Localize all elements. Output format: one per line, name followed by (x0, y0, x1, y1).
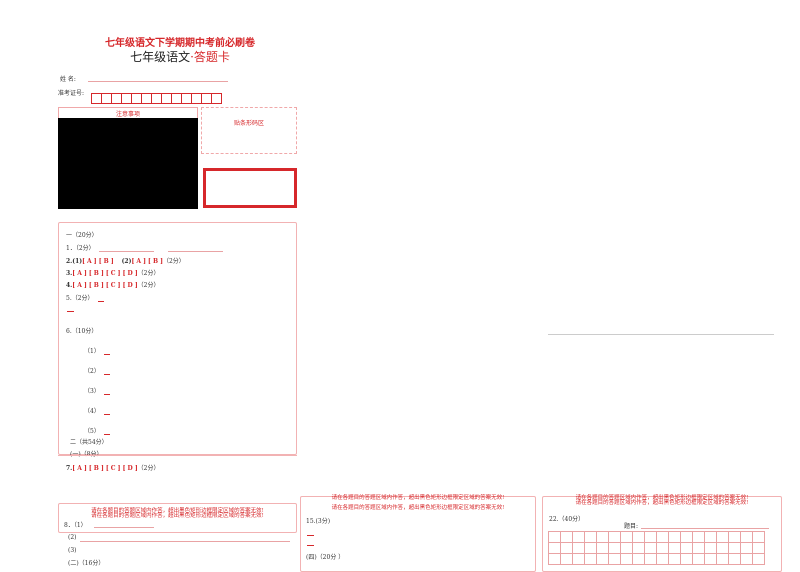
q5-answer-line-2[interactable] (67, 311, 74, 312)
question-5-label: 5.（2分） (66, 295, 94, 302)
question-8: 8．（1） (64, 522, 87, 529)
essay-topic-line[interactable] (641, 528, 769, 529)
q6-part-line[interactable] (103, 388, 110, 395)
grid-row (548, 542, 765, 554)
q7-options[interactable]: [ A ] [ B ] [ C ] [ D ] (72, 465, 138, 472)
question-2-label: 2.(1) (66, 258, 83, 265)
question-2-points: （2分） (162, 258, 185, 265)
exam-id-box[interactable] (211, 93, 222, 104)
answer-sheet-title-prefix: 七年级语文 (130, 50, 191, 64)
q1-answer-line-1[interactable] (98, 245, 154, 252)
essay-grid-table[interactable] (548, 531, 765, 565)
question-5: 5.（2分） (66, 293, 104, 302)
barcode-label: 贴条形码区 (233, 120, 264, 127)
warning-text-col3: 请在各题目的答题区域内作答，超出黑色矩形边框限定区域的答案无效! (575, 500, 749, 506)
q6-part-line[interactable] (103, 408, 110, 415)
barcode-area (201, 107, 297, 154)
section-divider (58, 455, 297, 456)
exam-id-label: 准考证号: (58, 90, 85, 97)
exam-id-boxes[interactable] (91, 89, 222, 104)
exam-title: 七年级语文下学期期中考前必刷卷 (105, 38, 255, 49)
q6-part-line[interactable] (103, 368, 110, 375)
grid-row (548, 531, 765, 543)
section-four-heading: (四)（20分 ） (306, 554, 345, 561)
absent-mark-frame[interactable] (203, 168, 297, 208)
q6-part-line[interactable] (103, 428, 110, 435)
grid-row (548, 553, 765, 565)
essay-writing-grid[interactable] (548, 531, 765, 565)
q6-part-line[interactable] (103, 348, 110, 355)
warning-text-col1-duplicate: 请在各题目的答题区域内作答，超出黑色矩形边框限定区域的答案无效! (91, 513, 264, 519)
question-7-points: （2分） (137, 465, 160, 472)
q15-answer-line-1[interactable] (307, 535, 314, 536)
essay-topic-label: 题目: (624, 523, 639, 530)
section-two-sub-two: (二)（16分） (68, 560, 105, 567)
answer-sheet-title: 七年级语文·答题卡 (0, 48, 360, 65)
q6-part-label: （1） (84, 348, 100, 355)
section-two-sub-one: (一)（8分） (70, 451, 103, 458)
question-6-part-1: （1） (84, 346, 110, 355)
section-one-panel (58, 222, 297, 455)
question-6-part-2: （2） (84, 366, 110, 375)
question-15: 15.(3分) (306, 518, 331, 525)
name-field[interactable] (88, 81, 228, 82)
q8-1-answer-line[interactable] (94, 527, 154, 528)
section-one-heading: 一（20分） (66, 232, 98, 239)
q6-part-label: （4） (84, 408, 100, 415)
question-6-part-3: （3） (84, 386, 110, 395)
q6-part-label: （5） (84, 428, 100, 435)
name-label: 姓 名: (60, 76, 76, 83)
q6-part-label: （2） (84, 368, 100, 375)
question-4-points: （2分） (137, 282, 160, 289)
question-2: 2.(1)[ A ] [ B ] (2)[ A ] [ B ]（2分） (66, 256, 185, 265)
question-3-label: 3. (66, 270, 73, 277)
q1-answer-line-2[interactable] (167, 245, 223, 252)
q15-answer-line-2[interactable] (307, 545, 314, 546)
column3-top-rule (548, 334, 774, 335)
q6-part-label: （3） (84, 388, 100, 395)
notice-title: 注意事项 (115, 111, 140, 118)
warning-text-col2: 请在各题目的答题区域内作答，超出黑色矩形边框限定区域的答案无效! (331, 505, 505, 511)
question-2-sub2: (2) (121, 258, 132, 265)
question-6-part-5: （5） (84, 426, 110, 435)
answer-sheet-title-suffix: ·答题卡 (190, 50, 230, 64)
q4-options[interactable]: [ A ] [ B ] [ C ] [ D ] (72, 282, 138, 289)
question-22: 22.（40分） (549, 516, 585, 523)
question-1-label: 1．（2分） (66, 245, 95, 252)
column1-bottom-panel (58, 503, 297, 533)
q2-2-options[interactable]: [ A ] [ B ] (131, 258, 163, 265)
question-3-points: （2分） (137, 270, 160, 277)
question-1: 1．（2分） (66, 243, 223, 252)
warning-text-col2-top: 请在各题目的答题区域内作答，超出黑色矩形边框限定区域的答案无效! (331, 495, 505, 501)
question-4: 4.[ A ] [ B ] [ C ] [ D ]（2分） (66, 280, 160, 289)
question-8-2: (2) (68, 534, 77, 541)
question-4-label: 4. (66, 282, 73, 289)
q2-1-options[interactable]: [ A ] [ B ] (82, 258, 114, 265)
warning-text-col1: 请在各题目的答题区域内作答，超出黑色矩形边框限定区域的答案无效! (91, 508, 264, 514)
q8-2-answer-line[interactable] (80, 541, 290, 542)
notice-content-redacted (58, 118, 198, 209)
section-two-heading: 二（共54分） (70, 439, 108, 446)
question-3: 3.[ A ] [ B ] [ C ] [ D ]（2分） (66, 268, 160, 277)
warning-text-col3-top: 请在各题目的答题区域内作答，超出黑色矩形边框限定区域的答案无效! (575, 495, 749, 501)
question-8-3: (3) (68, 547, 77, 554)
question-6: 6.（10分） (66, 328, 98, 335)
question-7-label: 7. (66, 465, 73, 472)
question-6-part-4: （4） (84, 406, 110, 415)
question-7: 7.[ A ] [ B ] [ C ] [ D ]（2分） (66, 463, 160, 472)
q3-options[interactable]: [ A ] [ B ] [ C ] [ D ] (72, 270, 138, 277)
q5-answer-line[interactable] (97, 295, 104, 302)
